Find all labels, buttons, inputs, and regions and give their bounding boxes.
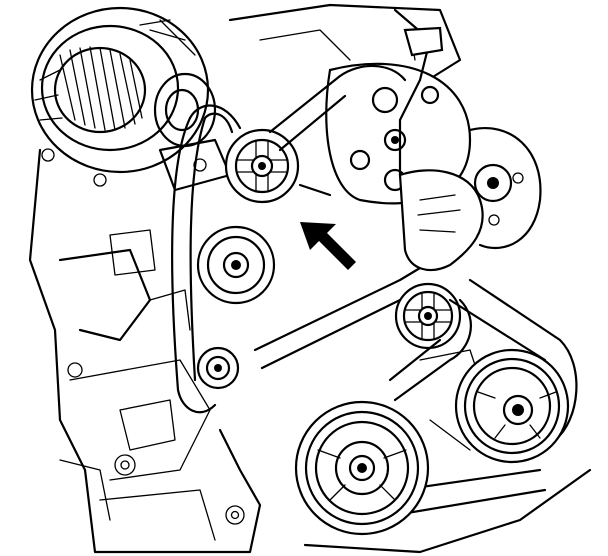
mounting-bracket [468,127,542,250]
serpentine-belt [171,64,578,527]
crankshaft-pulley [294,400,430,536]
lower-idler-pulley [196,346,240,390]
ac-compressor-pulley [454,348,570,464]
water-pump-pulley [394,282,462,350]
arrow-up-left-icon [300,222,356,270]
hand-wrench [393,8,484,272]
idler-pulley [196,225,276,305]
alternator [30,6,232,192]
belt-tensioner-pulley [224,128,300,204]
power-steering-pump-pulley [325,62,472,205]
engine-block [28,3,592,554]
